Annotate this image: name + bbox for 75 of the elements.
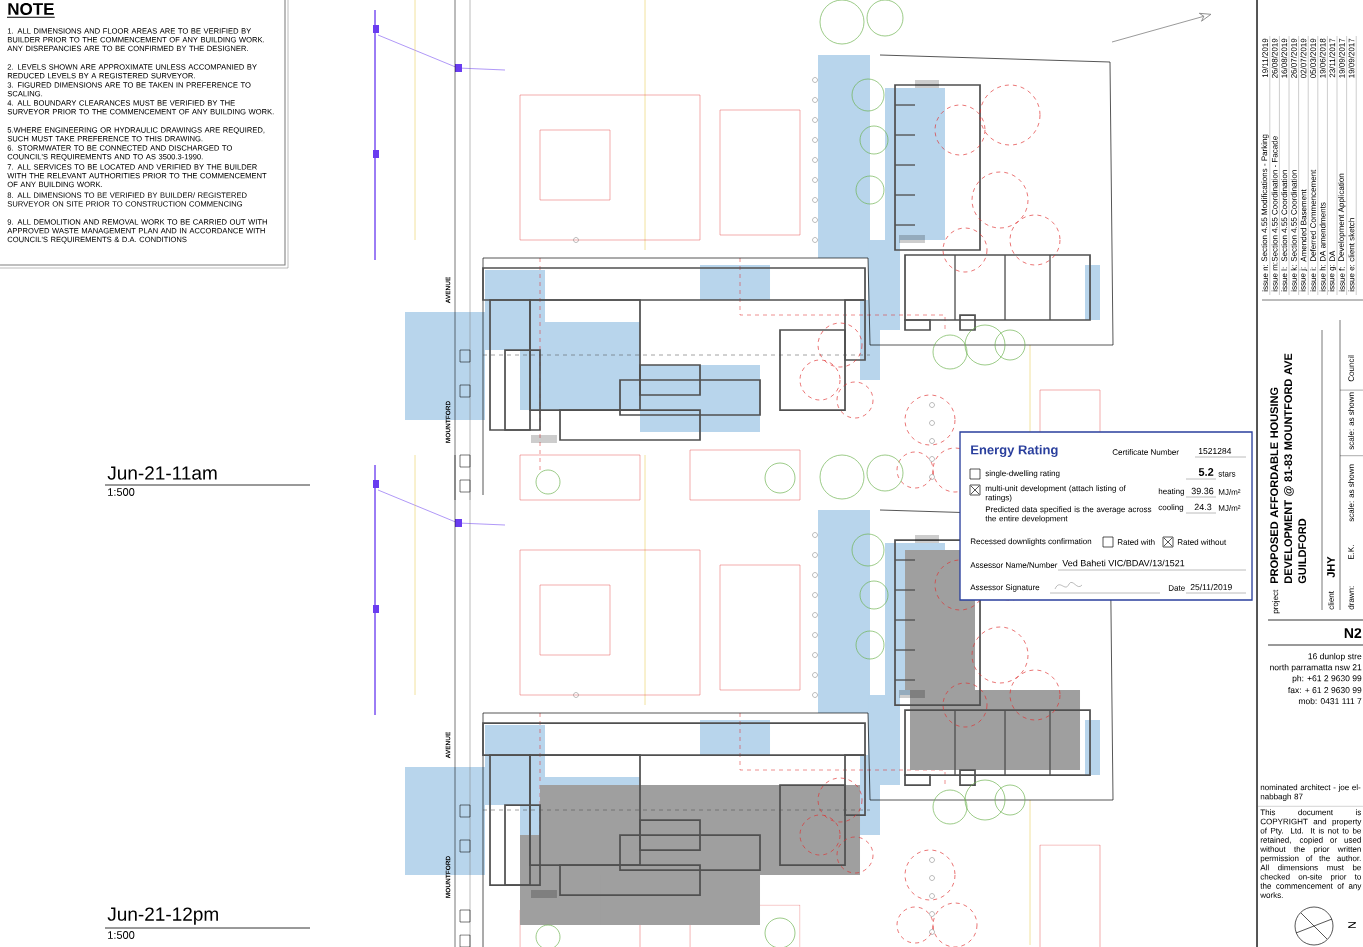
field-value: 25/11/2019 (1190, 583, 1232, 591)
revision-text: issue f: (1338, 267, 1345, 292)
field-value: 24.3 (1194, 503, 1212, 511)
form-text: Recessed downlights confirmation (970, 538, 1092, 546)
form-text: Assessor Signature (970, 584, 1040, 592)
view-title: Jun-21-11am (107, 466, 217, 480)
revision-text: Amended Basement (1300, 189, 1307, 262)
field-value: scale: as shown (1348, 464, 1354, 522)
field-value: 1521284 (1198, 448, 1232, 454)
revision-text: 05/03/2019 (1310, 38, 1316, 78)
field-value: Ved Baheti VIC/BDAV/13/1521 (1062, 559, 1185, 567)
revision-text: issue l: (1281, 267, 1288, 292)
revision-text: issue i: (1310, 267, 1316, 292)
field-value: JHY (1327, 556, 1335, 578)
form-text: MJ/m² (1218, 489, 1241, 495)
revision-text: issue k: (1290, 265, 1297, 292)
form-text: stars (1218, 471, 1236, 477)
form-text: Certificate Number (1112, 449, 1179, 455)
drawing-number: N2 (1344, 628, 1362, 638)
address-text: north parramatta nsw 21 (1270, 664, 1362, 672)
certificate-heading: Energy Rating (971, 444, 1058, 458)
address-text: ph: +61 2 9630 99 (1292, 675, 1362, 683)
revision-text: 19/09/2017 (1338, 38, 1345, 78)
note-heading: NOTE (8, 3, 54, 15)
scale-text: 1:500 (108, 488, 135, 496)
revision-text: 16/08/2019 (1281, 38, 1288, 78)
revision-text: issue j: (1299, 267, 1308, 292)
address-text: 16 dunlop stre (1308, 653, 1362, 661)
field-value: scale: as shown (1348, 392, 1354, 450)
revision-text: 19/06/2018 (1319, 38, 1326, 78)
revision-text: Development Application (1338, 173, 1346, 262)
north-label: N (1348, 921, 1356, 929)
revision-text: DA (1329, 250, 1335, 262)
address-text: mob: 0431 111 7 (1298, 697, 1362, 705)
view-title: Jun-21-12pm (107, 907, 218, 925)
form-text: cooling (1158, 504, 1184, 512)
revision-text: Section 4.55 Coordination (1281, 170, 1288, 262)
revision-text: Section 4.55 Coordination (1290, 170, 1297, 262)
field-value: Council (1348, 355, 1354, 382)
revision-text: DA amendments (1319, 202, 1326, 262)
form-text: heating (1158, 488, 1184, 496)
revision-text: Section 4.55 Modifications - Parking (1261, 134, 1269, 262)
revision-text: Deferred Commencement (1310, 169, 1316, 262)
form-text: Rated with (1117, 539, 1155, 545)
revision-text: client sketch (1348, 218, 1355, 262)
revision-text: issue m: (1271, 262, 1278, 292)
revision-text: 26/08/2019 (1271, 38, 1278, 78)
project-title: PROPOSED AFFORDABLE HOUSING DEVELOPMENT @ 81-83 MOUNTFORD AVE GUILDFORD (1270, 353, 1307, 584)
field-label: drawn: (1348, 586, 1354, 610)
revision-text: 19/11/2019 (1262, 38, 1268, 78)
revision-text: 23/11/2017 (1329, 38, 1336, 78)
field-label: client (1328, 591, 1334, 610)
address-text: fax: + 61 2 9630 99 (1288, 686, 1362, 694)
form-text: Date (1168, 585, 1185, 591)
revision-text: issue h: (1319, 264, 1326, 292)
field-value: E.K. (1348, 545, 1354, 560)
revision-text: 19/09/2017 (1348, 38, 1355, 78)
revision-text: 02/07/2019 (1300, 38, 1307, 78)
field-value: 5.2 (1198, 468, 1214, 476)
revision-text: issue e: (1348, 264, 1355, 292)
copyright-text: This document is COPYRIGHT and property of Pty. Ltd. It is not to be retained, copied or used without the prior written permission of the author. All dimensions must be checked on-site prior to the commencement of any works. (1260, 809, 1362, 898)
architect-text: nominated architect - joe el-nabbagh 87 (1260, 784, 1361, 801)
revision-text: Section 4.55 Coordination - Facade (1271, 136, 1278, 262)
revision-text: issue n: (1262, 264, 1268, 292)
form-text: multi-unit development (attach listing of ratings) (985, 485, 1126, 502)
form-text: MJ/m² (1218, 505, 1241, 511)
form-text: single-dwelling rating (985, 470, 1060, 478)
form-text: Assessor Name/Number (970, 562, 1058, 568)
form-text: Rated without (1177, 539, 1227, 545)
form-text: Predicted data specified is the average across the entire development (985, 506, 1152, 523)
field-label: project (1272, 589, 1280, 614)
revision-text: 26/07/2019 (1290, 38, 1297, 78)
field-value: 39.36 (1191, 487, 1214, 495)
revision-text: issue g: (1328, 264, 1336, 292)
scale-text: 1:500 (108, 931, 135, 939)
